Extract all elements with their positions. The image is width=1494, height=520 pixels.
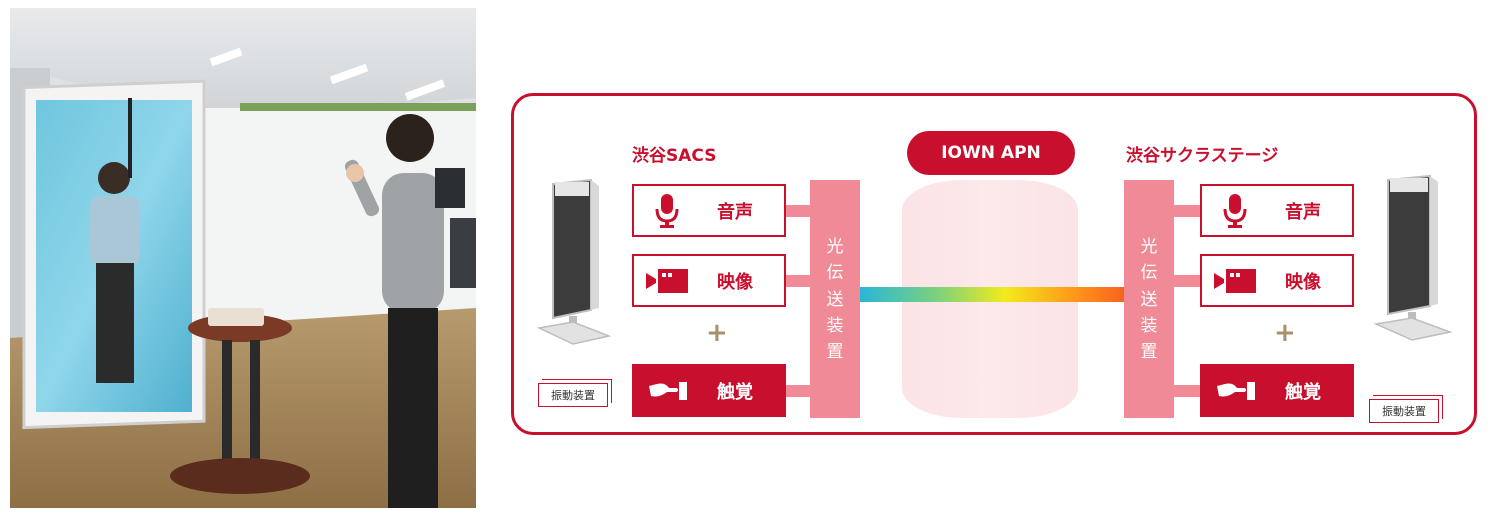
right-display-device: [1368, 174, 1458, 348]
video-camera-icon: [634, 268, 700, 293]
right-video-connector: [1174, 275, 1200, 287]
left-audio-label: 音声: [717, 201, 753, 223]
hand-icon: [1202, 378, 1268, 404]
network-label: IOWN APN: [907, 131, 1075, 175]
left-audio-connector: [786, 205, 810, 217]
device-char: 送: [826, 289, 844, 310]
display-stand-icon: [1373, 174, 1453, 341]
device-char: 装: [1140, 316, 1158, 337]
right-optical-transmission-device: 光 伝 送 装 置: [1124, 180, 1174, 418]
device-char: 装: [826, 316, 844, 337]
device-char: 送: [1140, 289, 1158, 310]
device-char: 光: [1140, 237, 1158, 257]
left-video-connector: [786, 275, 810, 287]
demo-photo-illustration: [10, 8, 476, 508]
optical-fiber-link: [860, 287, 1124, 302]
right-haptic-label: 触覚: [1285, 381, 1321, 403]
left-haptic-connector: [786, 385, 810, 397]
right-haptic-connector: [1174, 385, 1200, 397]
device-char: 置: [1140, 342, 1158, 363]
right-video-label: 映像: [1285, 271, 1321, 293]
left-vibration-device: 振動装置: [538, 383, 608, 407]
right-audio-box: 音声: [1200, 184, 1354, 237]
right-vibration-device: 振動装置: [1369, 399, 1439, 423]
demo-photo: [10, 8, 476, 508]
device-char: 伝: [826, 263, 844, 284]
left-haptic-label: 触覚: [717, 381, 753, 403]
right-audio-label: 音声: [1285, 201, 1321, 223]
microphone-icon: [1202, 193, 1268, 229]
display-stand-icon: [536, 178, 612, 345]
right-site-title: 渋谷サクラステージ: [1126, 146, 1279, 166]
left-video-label: 映像: [717, 271, 753, 293]
right-haptic-box: 触覚: [1200, 364, 1354, 417]
right-plus-sign: +: [1274, 318, 1296, 348]
device-char: 置: [826, 342, 844, 363]
left-optical-transmission-device: 光 伝 送 装 置: [810, 180, 860, 418]
right-audio-connector: [1174, 205, 1200, 217]
left-audio-box: 音声: [632, 184, 786, 237]
left-haptic-box: 触覚: [632, 364, 786, 417]
left-site-title: 渋谷SACS: [632, 146, 717, 166]
hand-icon: [634, 378, 700, 404]
left-video-box: 映像: [632, 254, 786, 307]
microphone-icon: [634, 193, 700, 229]
device-char: 光: [826, 237, 844, 257]
left-plus-sign: +: [706, 318, 728, 348]
left-display-device: [533, 178, 613, 352]
right-video-box: 映像: [1200, 254, 1354, 307]
device-char: 伝: [1140, 263, 1158, 284]
video-camera-icon: [1202, 268, 1268, 293]
